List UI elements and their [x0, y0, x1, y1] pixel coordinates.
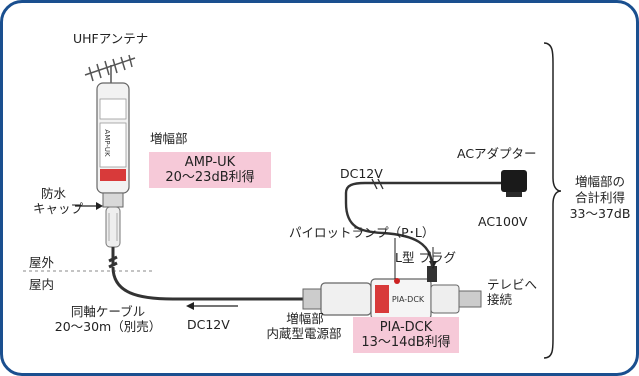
amp-uk-device: AMP-UK — [96, 82, 130, 194]
coax-label-1: 同軸ケーブル — [70, 304, 146, 319]
psu-label-2: 内蔵型電源部 — [266, 326, 342, 341]
psu-model-label: PIA-DCK — [379, 320, 433, 335]
uhf-antenna-icon — [84, 54, 136, 87]
psu-gain-label: 13～14dB利得 — [361, 335, 451, 350]
cap-pointer-arrow-icon — [75, 202, 103, 210]
total-gain-label-2: 合計利得 — [574, 190, 625, 205]
amp-pink-box: AMP-UK 20～23dB利得 — [149, 152, 271, 188]
coax-cable — [108, 247, 303, 301]
ac100v-label: AC100V — [478, 214, 528, 229]
total-gain-label-1: 増幅部の — [574, 174, 625, 189]
indoor-label: 屋内 — [29, 277, 55, 292]
dc-cable — [344, 181, 503, 268]
uhf-antenna-label: UHFアンテナ — [73, 31, 149, 46]
psu-pink-box: PIA-DCK 13～14dB利得 — [353, 317, 459, 353]
l-plug-label: L型 プラグ — [395, 250, 456, 265]
waterproof-label-2: キャップ — [33, 201, 84, 216]
pilot-lamp-label: パイロットランプ（P･L） — [289, 225, 435, 240]
pia-dck-device: PIA-DCK — [302, 278, 482, 320]
tv-connect-label-1: テレビへ — [487, 277, 538, 292]
psu-brand-mark: PIA-DCK — [392, 295, 425, 304]
waterproof-label-1: 防水 — [41, 186, 67, 201]
waterproof-cap — [102, 192, 124, 248]
dc12v-top-label: DC12V — [340, 166, 383, 181]
amp-model-label: AMP-UK — [184, 155, 236, 170]
amp-brand-mark: AMP-UK — [103, 129, 111, 157]
total-gain-brace — [543, 42, 562, 359]
outdoor-label: 屋外 — [29, 255, 55, 270]
psu-label-1: 増幅部 — [286, 311, 324, 326]
amp-gain-label: 20～23dB利得 — [165, 170, 255, 185]
total-gain-label-3: 33～37dB — [569, 206, 631, 221]
dc12v-bottom-label: DC12V — [187, 317, 230, 332]
dc12v-direction-arrow-icon — [186, 302, 238, 310]
tv-connect-label-2: 接続 — [487, 292, 513, 307]
ac-adapter-icon — [501, 170, 527, 197]
ac-adapter-label: ACアダプター — [457, 146, 537, 161]
diagram-graphics: AMP-UK PIA-DCK — [23, 42, 562, 359]
amp-unit-label: 増幅部 — [150, 131, 188, 146]
coax-label-2: 20～30m（別売） — [54, 319, 162, 334]
